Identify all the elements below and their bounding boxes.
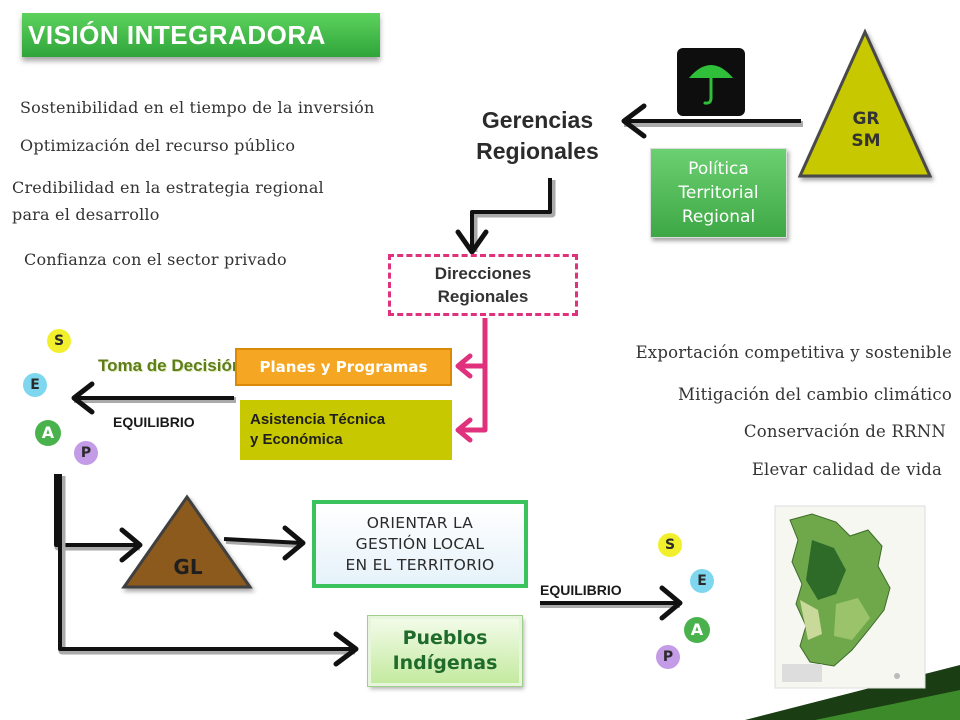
toma-decision-label: Toma de Decisión — [98, 356, 243, 375]
politica-line3: Regional — [681, 207, 756, 227]
benefit-confianza: Confianza con el sector privado — [24, 250, 287, 269]
gr-sm-label: GR SM — [838, 104, 894, 156]
pueblos-indigenas-box: Pueblos Indígenas — [368, 616, 522, 686]
seap-p-badge-right: P — [656, 645, 680, 669]
seap-p-badge-left: P — [74, 441, 98, 465]
orientar-line2: GESTIÓN LOCAL — [355, 534, 485, 553]
direcciones-regionales-box: Direcciones Regionales — [388, 254, 578, 316]
seap-a-badge-right: A — [684, 617, 710, 643]
arrow-equilibrio-left — [71, 381, 236, 415]
outcome-calidad-vida: Elevar calidad de vida — [751, 460, 942, 479]
map-image — [774, 505, 926, 689]
gerencias-regionales: Gerencias Regionales — [455, 100, 620, 172]
asistencia-tecnica-box: Asistencia Técnica y Económica — [240, 400, 452, 460]
gl-triangle — [121, 494, 253, 589]
direcciones-line1: Direcciones — [434, 264, 532, 283]
equilibrio-label-right: EQUILIBRIO — [540, 582, 622, 598]
seap-e-badge-right: E — [690, 569, 714, 593]
asistencia-line1: Asistencia Técnica — [250, 411, 386, 428]
planes-programas-box: Planes y Programas — [235, 348, 452, 386]
outcome-conservacion: Conservación de RRNN — [743, 422, 946, 441]
gr-sm-triangle — [797, 28, 933, 178]
seap-a-badge-left: A — [35, 420, 61, 446]
pueblos-line2: Indígenas — [392, 652, 498, 674]
gl-label: GL — [173, 555, 203, 579]
arrow-seap-to-gl — [54, 474, 143, 563]
arrow-seap-to-pueblos — [58, 474, 359, 667]
arrow-direcciones-to-programs — [455, 318, 488, 443]
equilibrio-label-left: EQUILIBRIO — [113, 414, 195, 430]
orientar-line3: EN EL TERRITORIO — [345, 555, 495, 574]
direcciones-line2: Regionales — [437, 287, 529, 306]
benefit-credibilidad-cont: para el desarrollo — [12, 205, 160, 224]
asistencia-text: Asistencia Técnica y Económica — [250, 410, 385, 450]
arrow-equilibrio-right — [540, 585, 683, 621]
benefit-optimizacion: Optimización del recurso público — [20, 136, 296, 155]
arrow-gr-to-gerencias — [621, 103, 803, 139]
politica-line1: Política — [688, 159, 749, 179]
orientar-gestion-box: ORIENTAR LA GESTIÓN LOCAL EN EL TERRITOR… — [312, 500, 528, 588]
gerencias-line1: Gerencias — [481, 107, 594, 133]
arrow-gl-to-orientar — [223, 525, 306, 561]
politica-territorial-box: Política Territorial Regional — [650, 148, 787, 238]
orientar-line1: ORIENTAR LA — [366, 513, 474, 532]
outcome-exportacion: Exportación competitiva y sostenible — [635, 343, 952, 362]
benefit-credibilidad: Credibilidad en la estrategia regional — [12, 178, 324, 197]
seap-s-badge-left: S — [47, 329, 71, 353]
politica-line2: Territorial — [678, 183, 759, 203]
slide-title: VISIÓN INTEGRADORA — [22, 13, 380, 57]
seap-s-badge-right: S — [658, 533, 682, 557]
pueblos-line1: Pueblos — [402, 627, 488, 649]
asistencia-line2: y Económica — [250, 431, 343, 448]
umbrella-glyph — [689, 65, 733, 105]
outcome-mitigacion: Mitigación del cambio climático — [678, 385, 952, 404]
benefit-sostenibilidad: Sostenibilidad en el tiempo de la invers… — [20, 98, 375, 117]
gerencias-line2: Regionales — [476, 138, 599, 164]
seap-e-badge-left: E — [23, 373, 47, 397]
sm-label: SM — [851, 131, 881, 151]
arrow-gerencias-to-direcciones — [455, 178, 556, 255]
gr-label: GR — [852, 109, 880, 129]
umbrella-icon — [677, 48, 745, 116]
